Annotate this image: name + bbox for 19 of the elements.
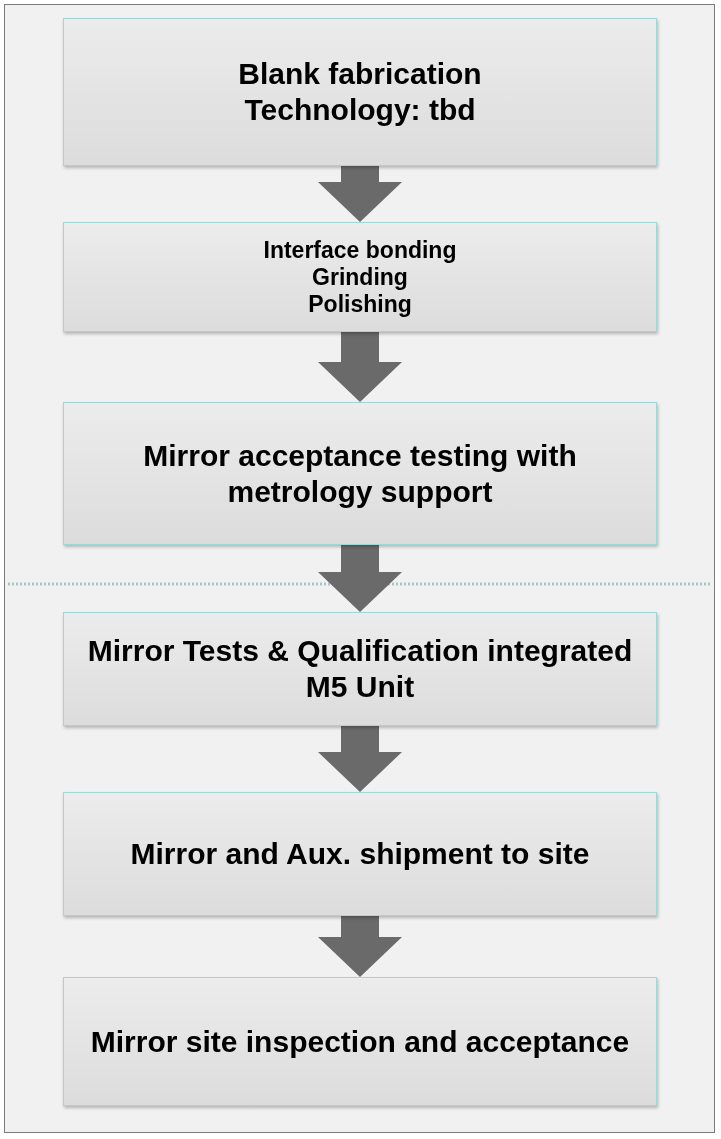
arrow [318,916,402,977]
arrow [318,166,402,222]
arrow [318,726,402,792]
step-text: Mirror site inspection and acceptance [89,1023,631,1060]
process-box [63,222,657,332]
process-box [63,612,657,726]
step-text: Blank fabrication [237,56,483,92]
step-text: Grinding [311,263,409,291]
step-text: Technology: tbd [243,92,477,128]
step-text: Mirror acceptance testing with metrology support [142,437,578,510]
process-box [63,402,657,545]
process-box [63,792,657,916]
process-box [63,977,657,1106]
arrow [318,332,402,402]
step-text: Mirror Tests & Qualification integrated M5 Unit [86,633,634,705]
process-box [63,18,657,166]
step-text: Interface bonding [262,236,458,264]
step-text: Mirror and Aux. shipment to site [129,836,591,872]
step-text: Polishing [307,290,413,318]
